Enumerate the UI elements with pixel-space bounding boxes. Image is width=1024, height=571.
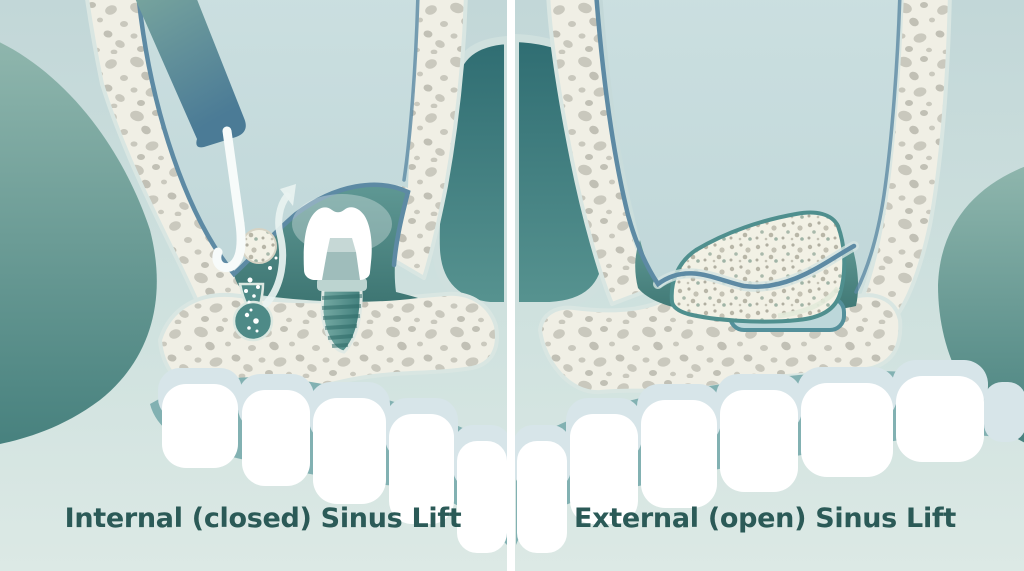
panel-label-internal: Internal (closed) Sinus Lift <box>64 503 462 534</box>
tooth <box>896 376 984 462</box>
tooth <box>720 390 798 492</box>
teeth <box>162 384 507 553</box>
tooth <box>162 384 238 468</box>
graft-bevel-edge <box>777 286 840 319</box>
lift-arrow-head <box>280 184 296 206</box>
sinus-membrane-left-medial <box>402 0 420 182</box>
panel-divider <box>507 0 515 571</box>
tooth <box>641 400 717 508</box>
osteotome-handle <box>135 0 246 148</box>
implant-platform <box>317 278 367 291</box>
dental-implant <box>292 194 392 354</box>
osteotomy-bulb <box>232 300 274 342</box>
osteotome-shaft <box>222 126 245 229</box>
tooth <box>570 414 638 524</box>
graft-particles <box>244 256 278 333</box>
abutment-upper <box>327 238 356 252</box>
tooth <box>389 414 454 524</box>
teeth <box>517 376 984 553</box>
teeth-row-right <box>515 360 1024 553</box>
panel-label-external: External (open) Sinus Lift <box>574 503 956 534</box>
right-panel-illustration <box>515 0 1024 553</box>
left-panel-illustration <box>0 0 507 553</box>
osteotome-instrument <box>135 0 246 273</box>
tooth <box>313 398 386 504</box>
sinus-membrane-right-lateral <box>854 0 902 294</box>
sinus-membrane-right <box>594 0 857 289</box>
cheek-tissue-left <box>0 42 157 444</box>
implant-threads <box>321 294 363 348</box>
bone-graft-fill <box>669 210 847 324</box>
abutment-lower <box>322 252 360 280</box>
osteotome-hook <box>212 219 246 273</box>
tooth <box>517 441 567 553</box>
tooth <box>242 390 310 486</box>
bone-graft-plug <box>241 228 277 264</box>
tooth <box>457 441 507 553</box>
tooth <box>801 383 893 477</box>
lift-arrow <box>262 192 291 308</box>
teeth-row-left <box>158 368 507 553</box>
